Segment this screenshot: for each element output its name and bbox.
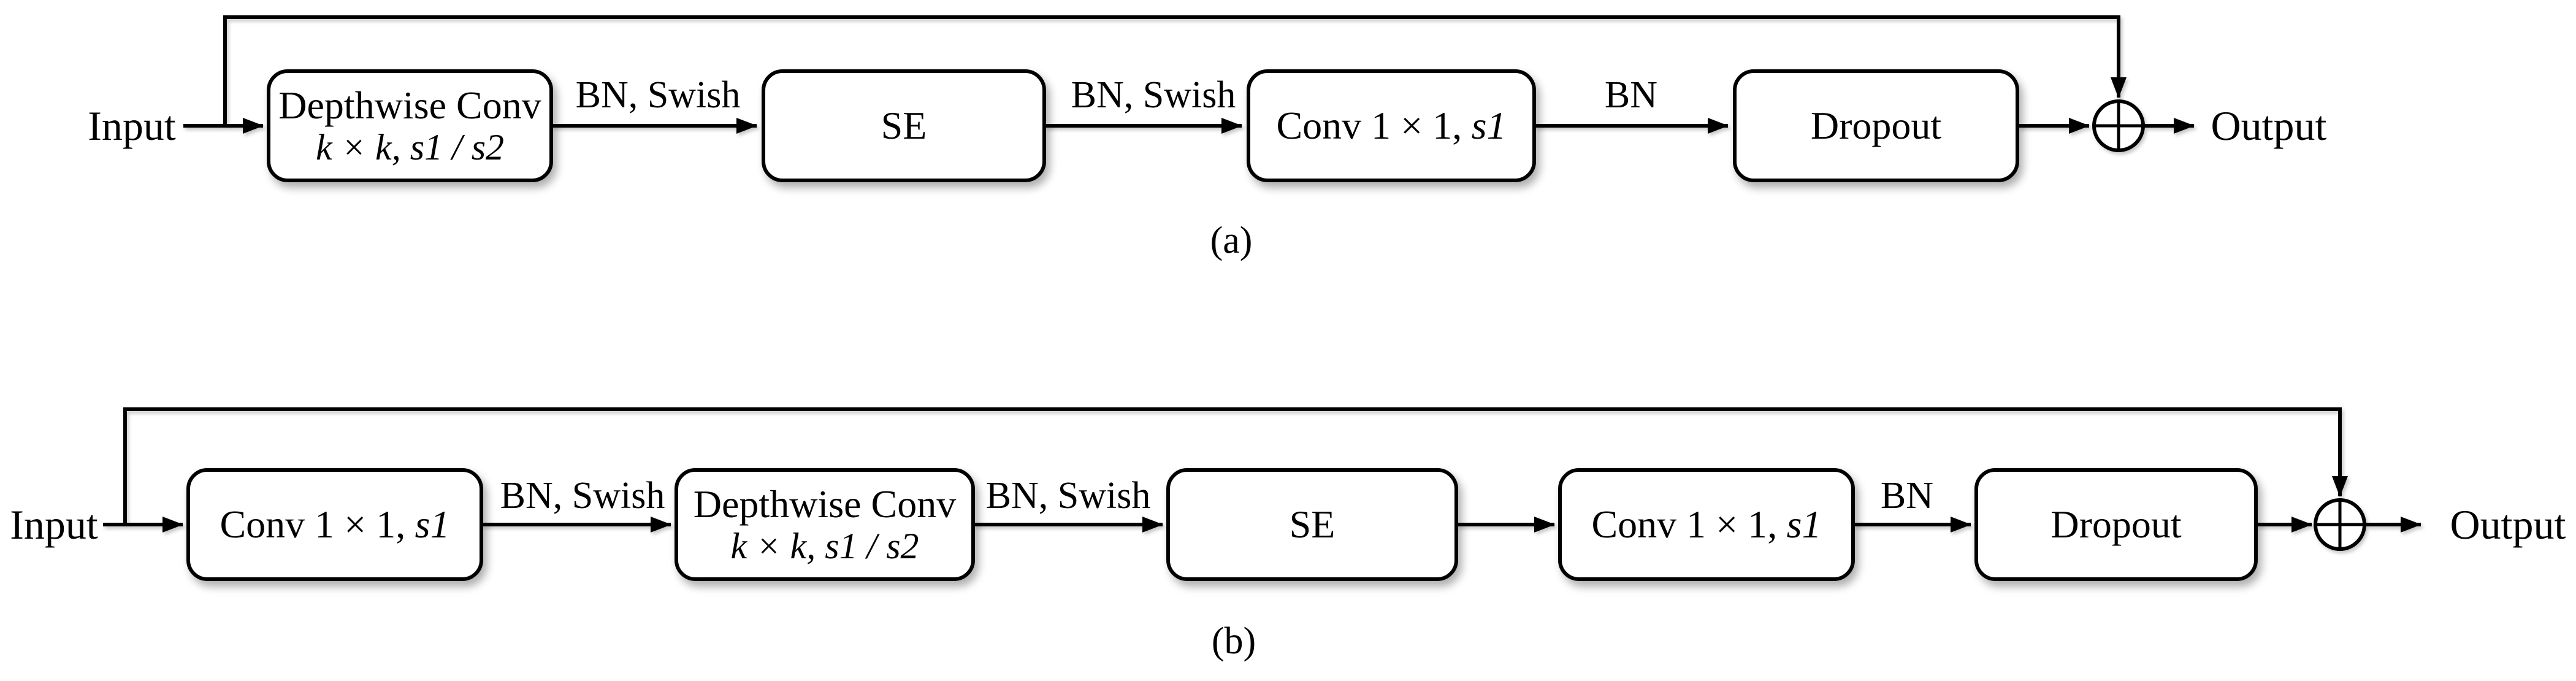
a-caption: (a) — [1210, 220, 1253, 261]
a-skip-connection-line — [223, 15, 2127, 126]
b-expand-conv-title: Conv 1 × 1,s1 — [220, 502, 449, 547]
a-input-label: Input — [88, 102, 176, 149]
b-add-icon — [2314, 498, 2366, 551]
b-depthwise-conv-params: k × k, s1 / s2 — [730, 526, 919, 567]
a-project-conv-title: Conv 1 × 1,s1 — [1276, 104, 1506, 148]
b-dropout-title: Dropout — [2050, 502, 2182, 547]
b-caption: (b) — [1211, 620, 1256, 662]
b-expand-conv-stride: s1 — [415, 502, 450, 547]
a-block-dropout: Dropout — [1733, 69, 2019, 182]
a-depthwise-conv-params: k × k, s1 / s2 — [315, 127, 505, 168]
b-input-label: Input — [10, 501, 98, 548]
b-project-conv-stride: s1 — [1786, 502, 1822, 547]
b-edge-label-bn: BN — [1880, 475, 1934, 517]
b-expand-conv-prefix: Conv 1 × 1, — [220, 502, 406, 547]
a-edge-label-bn: BN — [1604, 74, 1658, 116]
b-edge-label-bn-swish-2: BN, Swish — [985, 475, 1151, 517]
a-dropout-title: Dropout — [1810, 104, 1942, 148]
diagram-b-connectors — [103, 407, 2421, 551]
a-se-title: SE — [881, 104, 927, 148]
a-block-se: SE — [762, 69, 1046, 182]
a-project-conv-stride: s1 — [1471, 104, 1507, 148]
b-project-conv-prefix: Conv 1 × 1, — [1591, 502, 1778, 547]
a-edge-label-bn-swish-2: BN, Swish — [1071, 74, 1236, 116]
b-output-label: Output — [2450, 501, 2566, 548]
a-add-icon — [2092, 99, 2145, 152]
diagram-a-connectors — [183, 15, 2195, 152]
b-block-expand-conv: Conv 1 × 1,s1 — [186, 468, 483, 581]
b-block-project-conv: Conv 1 × 1,s1 — [1558, 468, 1855, 581]
a-block-depthwise-conv: Depthwise Conv k × k, s1 / s2 — [267, 69, 553, 182]
b-block-dropout: Dropout — [1974, 468, 2258, 581]
b-project-conv-title: Conv 1 × 1,s1 — [1591, 502, 1821, 547]
a-output-label: Output — [2211, 102, 2327, 149]
b-se-title: SE — [1289, 502, 1336, 547]
b-depthwise-conv-title: Depthwise Conv — [693, 482, 957, 526]
a-depthwise-conv-title: Depthwise Conv — [278, 83, 541, 127]
b-edge-label-bn-swish-1: BN, Swish — [500, 475, 665, 517]
a-block-project-conv: Conv 1 × 1,s1 — [1247, 69, 1536, 182]
a-edge-label-bn-swish-1: BN, Swish — [575, 74, 741, 116]
a-project-conv-prefix: Conv 1 × 1, — [1276, 104, 1462, 148]
b-skip-connection-line — [123, 407, 2348, 525]
b-block-se: SE — [1166, 468, 1458, 581]
b-block-depthwise-conv: Depthwise Conv k × k, s1 / s2 — [675, 468, 975, 581]
